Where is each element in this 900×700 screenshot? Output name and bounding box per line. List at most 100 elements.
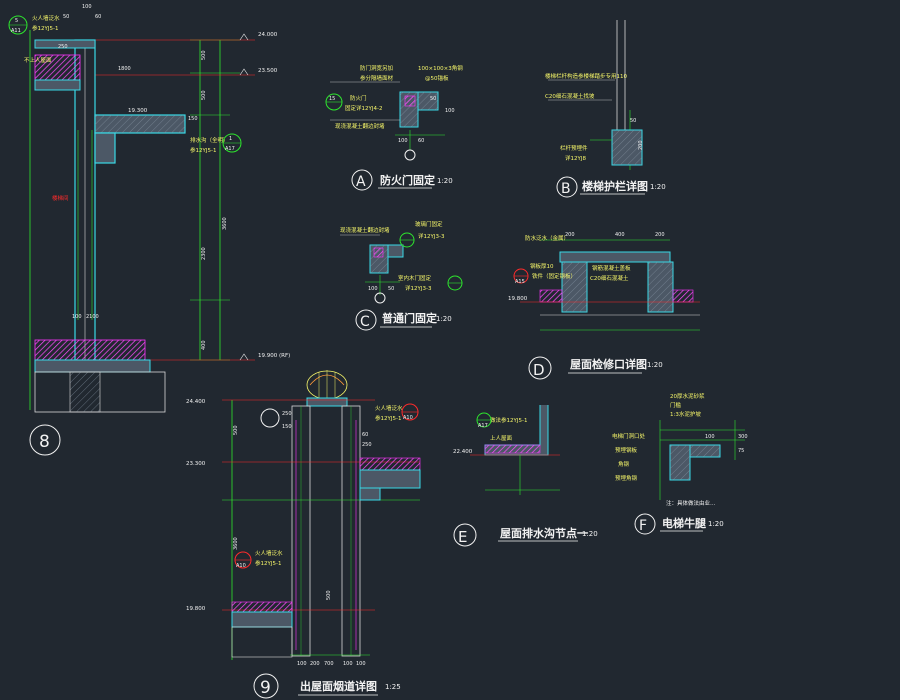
detail-B: 楼梯栏杆构造参楼梯踏步专用110 C20细石混凝土找坡 栏杆预埋件 详12YJ8…: [545, 20, 666, 198]
callout-circle: 5 A11: [8, 15, 28, 35]
detail-scale: 1:25: [385, 683, 401, 691]
dimension-text: 150: [188, 116, 198, 122]
note-text: 上人屋面: [490, 434, 513, 442]
detail-title-block: B 楼梯护栏详图 1:20: [556, 176, 666, 198]
note-text: 火人墙泛水: [32, 14, 60, 22]
callout-sheet: A17: [225, 146, 235, 152]
note-text: 防水泛水（金属）: [525, 234, 569, 242]
dimension-text: 100: [398, 138, 408, 144]
detail-letter: B: [561, 181, 571, 197]
note-text: 电梯门洞口处: [612, 432, 646, 440]
dimension-text: 100: [72, 314, 82, 320]
dimension-text: 500: [201, 50, 207, 60]
note-text: 钢板厚10: [530, 262, 554, 270]
dimension-text: 3600: [233, 537, 239, 550]
elevation-text: 23.500: [258, 68, 278, 74]
detail-title-block: E 屋面排水沟节点一 1:20: [453, 523, 598, 547]
note-text: 详12YJ3-3: [418, 232, 445, 240]
note-text: 做法参12YJ5-1: [490, 416, 527, 424]
detail-letter: F: [639, 518, 647, 534]
note-text: 现浇混凝土翻边封堵: [340, 226, 390, 234]
note-text: C20细石混凝土: [590, 274, 629, 282]
dimension-text: 200: [655, 232, 665, 238]
detail-A: 防门洞宽另加 参分隔墙面材 100×100×3角钢 @50锚板 防火门 固定详1…: [325, 64, 463, 191]
dimension-text: 500: [201, 90, 207, 100]
elevation-text: 24.400: [186, 399, 206, 405]
note-text: 火人墙泛水: [255, 549, 283, 557]
callout-number: 1: [229, 136, 232, 142]
note-text: 参12YJ5-1: [375, 414, 401, 422]
callout-number: 15: [329, 96, 335, 102]
dimension-text: 400: [615, 232, 625, 238]
note-text: 预埋钢板: [615, 446, 638, 454]
detail-symbol: 8: [29, 424, 61, 456]
detail-C: 现浇混凝土翻边封堵 玻璃门固定 详12YJ3-3 室内木门固定 详12YJ3-3…: [340, 220, 463, 331]
callout-number: 5: [15, 18, 18, 24]
note-text: 门槛: [670, 401, 682, 409]
note-text: 栏杆预埋件: [560, 144, 588, 152]
callout-circle: A10: [234, 551, 252, 569]
detail-letter: D: [533, 361, 545, 379]
note-text: 1:3水泥护坡: [670, 410, 701, 418]
dimension-text: 2300: [201, 247, 207, 260]
dimension-text: 50: [430, 96, 436, 102]
dimension-text: 100: [445, 108, 455, 114]
elevation-marker: 24.000: [239, 32, 278, 41]
dimension-text: 700: [324, 661, 334, 667]
callout-circle: [399, 232, 415, 248]
dimension-text: 200: [638, 140, 644, 150]
detail-title: 出屋面烟道详图: [300, 679, 377, 693]
detail-E: 做法参12YJ5-1 上人屋面 22.400 A17 E 屋面排水沟节点一 1:…: [453, 405, 598, 547]
dimension-text: 250: [58, 44, 68, 50]
detail-scale: 1:20: [437, 177, 453, 185]
detail-title-block: 9 出屋面烟道详图 1:25: [253, 673, 401, 699]
note-text: 现浇混凝土翻边封堵: [335, 122, 385, 130]
dimension-text: 50: [63, 14, 69, 20]
elevation-text: 19.900 (RF): [258, 353, 290, 359]
dimension-text: 100: [705, 434, 715, 440]
dimension-text: 1800: [118, 66, 131, 72]
detail-title: 屋面排水沟节点一: [500, 526, 588, 540]
note-text: 钢筋混凝土盖板: [592, 264, 631, 272]
elevation-text: 19.300: [128, 108, 148, 114]
dimension-text: 200: [565, 232, 575, 238]
note-text: 玻璃门固定: [415, 220, 443, 228]
dimension-text: 250: [282, 411, 292, 417]
note-text: 火人墙泛水: [375, 404, 403, 412]
detail-title: 普通门固定: [382, 311, 437, 325]
note-text: 铁件（固定钢板）: [532, 272, 576, 280]
dimension-text: 400: [201, 340, 207, 350]
elevation-text: 23.300: [186, 461, 206, 467]
detail-scale: 1:20: [436, 315, 452, 323]
callout-circle: A15: [513, 268, 529, 285]
detail-letter: E: [458, 528, 467, 546]
detail-title: 屋面检修口详图: [570, 357, 647, 371]
note-text: 楼梯间: [52, 194, 69, 202]
dimension-text: 250: [362, 442, 372, 448]
note-text: 预埋角钢: [615, 474, 638, 482]
detail-letter: C: [360, 314, 370, 330]
detail-scale: 1:20: [582, 530, 598, 538]
callout-circle: 15: [325, 93, 343, 111]
detail-title: 防火门固定: [380, 173, 435, 187]
callout-sheet: A15: [515, 279, 525, 285]
note-text: 角钢: [618, 460, 630, 468]
detail-title: 楼梯护栏详图: [582, 179, 648, 193]
note-text: 固定详12YJ4-2: [345, 104, 382, 112]
detail-title-block: A 防火门固定 1:20: [351, 169, 453, 191]
note-text: 楼梯栏杆构造参楼梯踏步专用110: [545, 72, 627, 80]
detail-scale: 1:20: [647, 361, 663, 369]
dimension-text: 60: [362, 432, 368, 438]
dimension-text: 75: [738, 448, 744, 454]
note-text: 参12YJ5-1: [32, 24, 58, 32]
dimension-text: 300: [738, 434, 748, 440]
dimension-text: 500: [233, 425, 239, 435]
dimension-text: 150: [282, 424, 292, 430]
note-text: 参分隔墙面材: [360, 74, 394, 82]
elevation-marker: 19.900 (RF): [239, 353, 290, 361]
detail-scale: 1:20: [650, 183, 666, 191]
detail-letter: A: [356, 174, 366, 190]
callout-sheet: A10: [403, 415, 413, 421]
callout-circle: A17: [476, 412, 492, 429]
